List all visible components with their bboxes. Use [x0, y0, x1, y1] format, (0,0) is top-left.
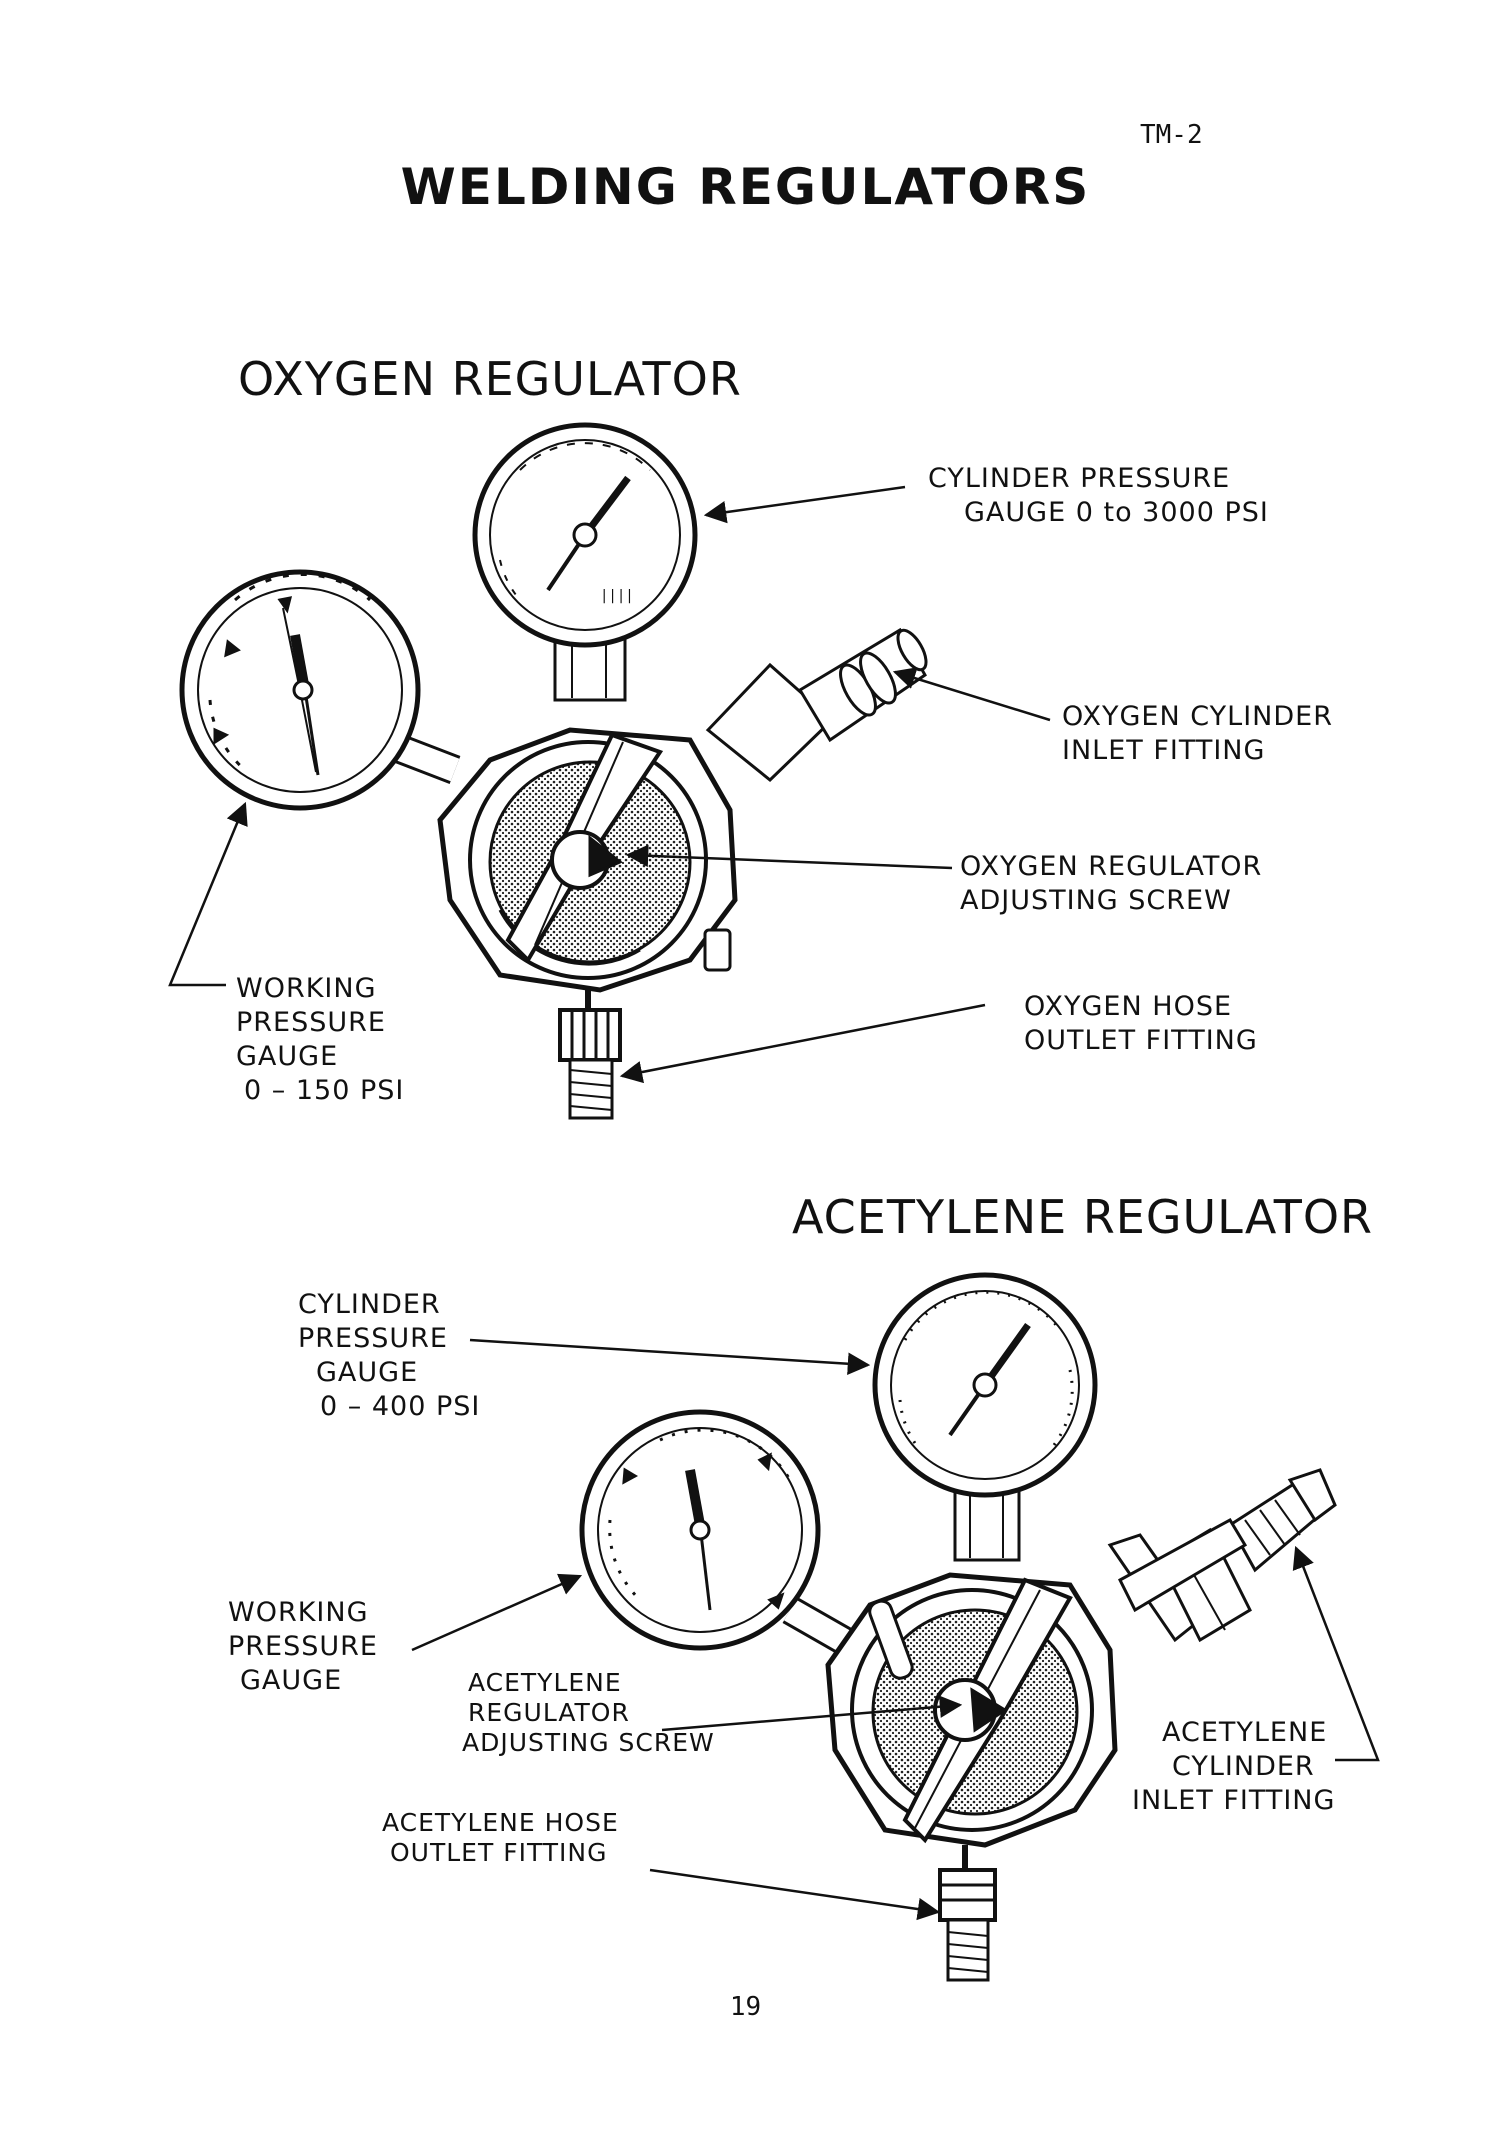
oxygen-adjusting-screw-label: OXYGEN REGULATOR ADJUSTING SCREW	[960, 851, 1263, 916]
oxygen-regulator-illustration: ||||	[179, 422, 928, 1120]
acetylene-hose-outlet-fitting	[938, 1845, 997, 1982]
acetylene-inlet-fitting	[1107, 1468, 1337, 1643]
acetylene-regulator-body	[825, 1572, 1118, 1848]
svg-text:||||: ||||	[600, 588, 634, 604]
oxygen-hose-outlet-label: OXYGEN HOSE OUTLET FITTING	[1024, 991, 1258, 1056]
oxygen-working-pressure-gauge	[179, 569, 461, 811]
acetylene-hose-outlet-label: ACETYLENE HOSE OUTLET FITTING	[382, 1808, 619, 1867]
oxygen-working-gauge-label: WORKING PRESSURE GAUGE 0 – 150 PSI	[236, 973, 405, 1106]
acetylene-section-title: ACETYLENE REGULATOR	[792, 1190, 1374, 1244]
acetylene-inlet-fitting-label: ACETYLENE CYLINDER INLET FITTING	[1132, 1717, 1336, 1816]
oxygen-inlet-fitting-label: OXYGEN CYLINDER INLET FITTING	[1062, 701, 1333, 766]
page-code: TM-2	[1140, 120, 1203, 150]
oxygen-cylinder-pressure-gauge: ||||	[472, 422, 698, 648]
oxygen-cylinder-gauge-label: CYLINDER PRESSURE GAUGE 0 to 3000 PSI	[928, 463, 1269, 528]
acetylene-cylinder-pressure-gauge	[872, 1272, 1098, 1498]
oxygen-regulator-body	[437, 727, 738, 993]
acetylene-leader-lines	[411, 1338, 1380, 1921]
oxygen-inlet-fitting	[705, 627, 928, 782]
page-title: WELDING REGULATORS	[400, 158, 1091, 216]
acetylene-adjusting-screw-label: ACETYLENE REGULATOR ADJUSTING SCREW	[462, 1668, 715, 1757]
acetylene-cylinder-gauge-label: CYLINDER PRESSURE GAUGE 0 – 400 PSI	[298, 1289, 481, 1422]
oxygen-hose-outlet-fitting	[558, 990, 622, 1120]
acetylene-working-pressure-gauge	[579, 1409, 868, 1664]
acetylene-regulator-illustration	[579, 1272, 1337, 1982]
oxygen-section-title: OXYGEN REGULATOR	[238, 352, 742, 406]
acetylene-working-gauge-label: WORKING PRESSURE GAUGE	[228, 1597, 378, 1696]
page-number: 19	[729, 1992, 762, 2022]
oxygen-leader-lines	[168, 485, 1051, 1084]
